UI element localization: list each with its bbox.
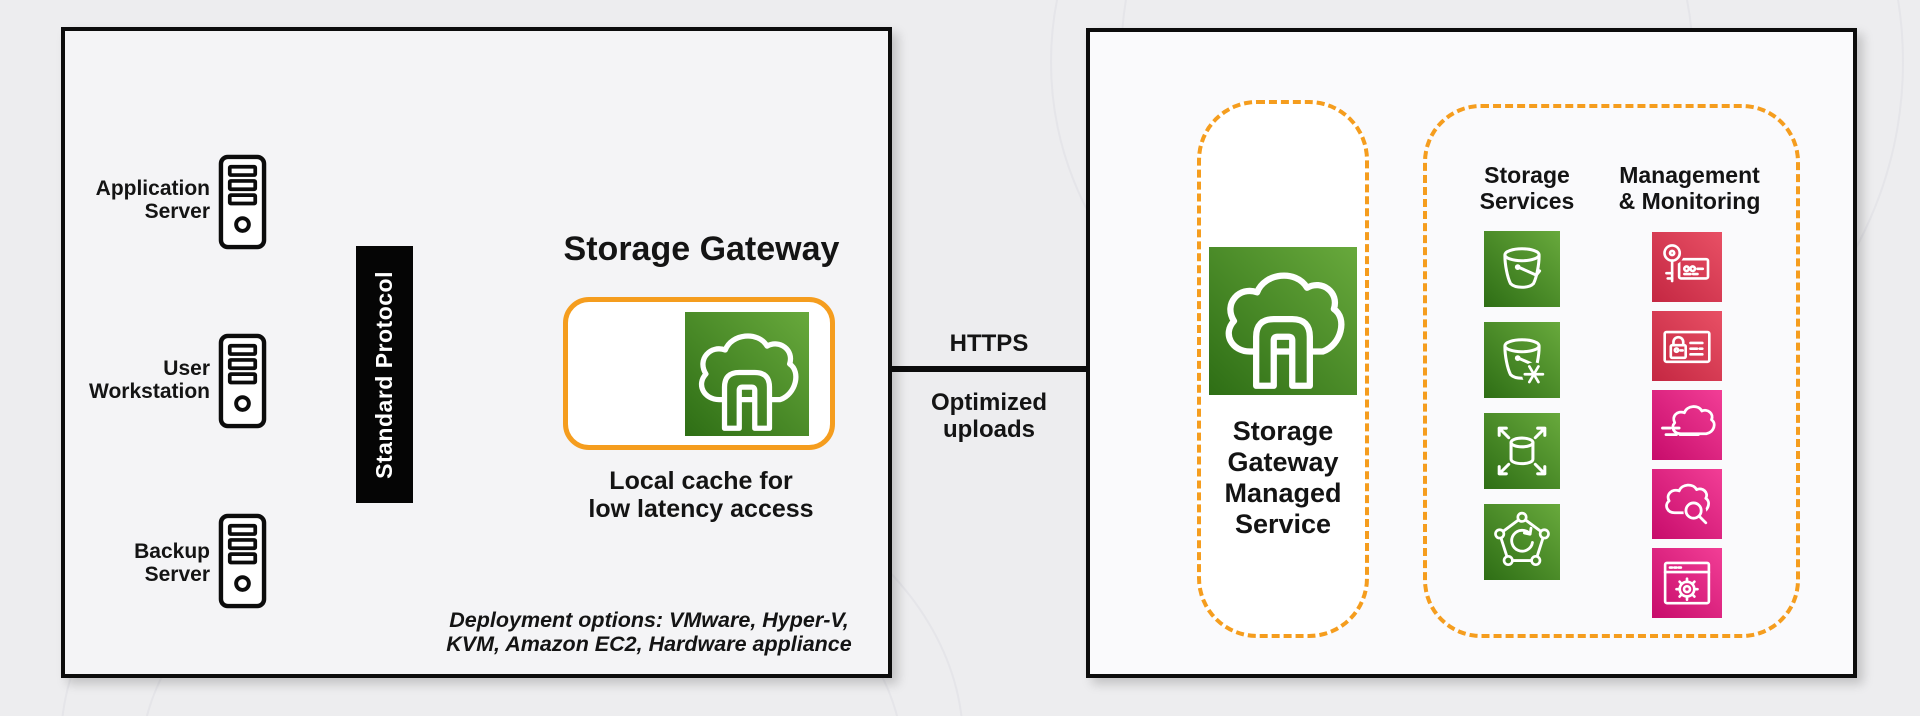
cloud-search-icon [1652,469,1722,544]
backup-server-label: Backup Server [134,540,210,586]
aws-services-group: Storage Services Management & Monitoring [1423,104,1800,638]
standard-protocol-bar: Standard Protocol [356,246,413,503]
block-volume-expand-icon [1484,413,1560,494]
aws-cloud-box: Storage Gateway Managed Service Storage … [1086,28,1857,678]
storage-services-heading: Storage Services [1479,162,1575,214]
on-premises-box: Application Server User Workstation [61,27,892,678]
backup-server-icon [218,513,267,609]
managed-service-label: Storage Gateway Managed Service [1224,416,1342,539]
application-server-icon [218,154,267,250]
management-monitoring-heading: Management & Monitoring [1618,162,1761,214]
gateway-caption: Local cache for low latency access [588,467,814,523]
cloud-transfer-icon [1652,390,1722,465]
s3-glacier-bucket-icon [1484,322,1560,403]
backup-pentagon-icon [1484,504,1560,585]
console-settings-icon [1652,548,1722,623]
iam-key-card-icon [1652,232,1722,307]
storage-gateway-icon [685,312,809,436]
storage-gateway-card [563,297,835,450]
connector-gateway-cloud [831,366,1201,372]
storage-gateway-title: Storage Gateway [563,230,840,268]
standard-protocol-label: Standard Protocol [371,270,397,479]
user-workstation-label: User Workstation [89,357,210,403]
certificate-lock-icon [1652,311,1722,386]
https-label: HTTPS [949,330,1029,357]
optimized-uploads-label: Optimized uploads [930,389,1047,443]
managed-service-pill: Storage Gateway Managed Service [1197,100,1369,638]
storage-gateway-cloud-icon [1209,247,1357,395]
deployment-options-note: Deployment options: VMware, Hyper-V, KVM… [446,608,852,656]
s3-bucket-icon [1484,231,1560,312]
application-server-label: Application Server [95,177,210,223]
user-workstation-icon [218,333,267,429]
